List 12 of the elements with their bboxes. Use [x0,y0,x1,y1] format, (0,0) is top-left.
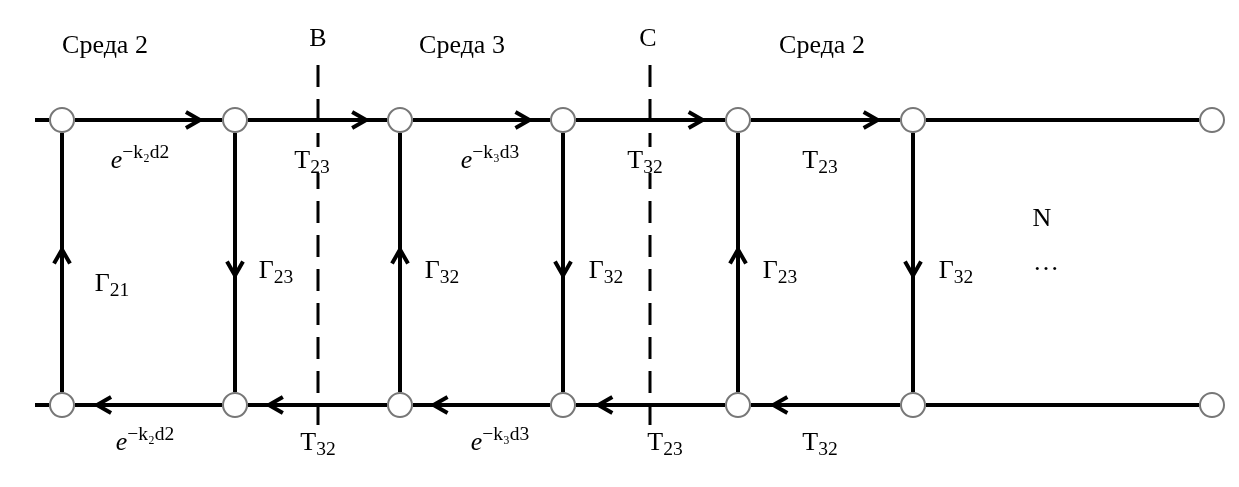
arrow [390,131,410,394]
edge-label: T$_{32}$ [625,147,665,173]
arrow [553,131,573,394]
arrow [225,131,245,394]
arrow [728,131,748,394]
line [926,403,1199,407]
edge-label: T$_{23}$ [292,147,332,173]
arrow [903,131,923,394]
line [35,403,49,407]
arrow [52,131,72,394]
line [35,118,49,122]
line [926,118,1199,122]
